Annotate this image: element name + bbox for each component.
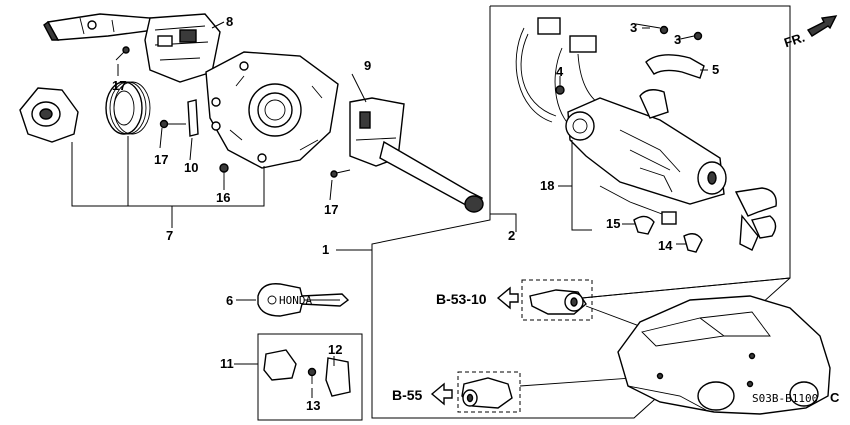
callout-5: 5 [712, 62, 719, 77]
cancel-sleeve [19, 87, 79, 143]
front-direction-arrow [806, 15, 838, 37]
ignition-keys [734, 187, 777, 251]
turn-signal-switch [144, 13, 221, 83]
callout-17-a: 17 [112, 78, 126, 93]
screw-17-upper [115, 46, 130, 61]
callout-2: 2 [508, 228, 515, 243]
wiper-switch [349, 97, 484, 213]
key-blank: HONDA [257, 283, 350, 317]
callout-18: 18 [540, 178, 554, 193]
callout-7: 7 [166, 228, 173, 243]
clamp-5 [639, 54, 705, 119]
bolt-3-pair [635, 23, 703, 41]
ignition-switch [565, 97, 727, 205]
column-switch-body [205, 51, 339, 169]
parts-box-11 [257, 333, 363, 421]
arrow-b55 [430, 382, 453, 406]
cable-reel-rings [105, 81, 151, 135]
arrow-b5310 [496, 286, 519, 310]
callout-17-c: 17 [324, 202, 338, 217]
cylinder-ref-b5310 [521, 279, 651, 331]
assembly-18-bracket [558, 140, 592, 231]
diagram-code: S03B-B1100 [752, 392, 818, 405]
clip-15 [633, 215, 655, 235]
screw-17-mid [159, 119, 186, 129]
fr-label: FR. [782, 30, 807, 51]
callout-1: 1 [322, 242, 329, 257]
light-switch-lever [43, 13, 155, 41]
callout-12: 12 [328, 342, 342, 357]
callout-15: 15 [606, 216, 620, 231]
callout-3-a: 3 [630, 20, 637, 35]
callout-14: 14 [658, 238, 673, 253]
callout-9: 9 [364, 58, 371, 73]
callout-17-b: 17 [154, 152, 168, 167]
callout-3-b: 3 [674, 32, 681, 47]
ignition-harness [515, 17, 611, 133]
callout-10: 10 [184, 160, 198, 175]
assembly-7-bracket [71, 136, 265, 228]
connector-cluster [599, 185, 677, 225]
revision-letter: C [830, 390, 840, 405]
clip-10 [187, 99, 199, 137]
callout-4: 4 [556, 64, 564, 79]
key-brand-text: HONDA [279, 294, 312, 307]
callout-13: 13 [306, 398, 320, 413]
callout-11: 11 [220, 356, 234, 371]
callout-16: 16 [216, 190, 230, 205]
callout-8: 8 [226, 14, 233, 29]
screw-17-lower [330, 169, 351, 178]
leader-lines [117, 21, 708, 398]
ref-label-b5310: B-53-10 [436, 291, 487, 307]
clip-14 [683, 233, 703, 253]
car-outline [617, 295, 831, 415]
ref-label-b55: B-55 [392, 387, 423, 403]
callout-6: 6 [226, 293, 233, 308]
bolt-16 [219, 163, 229, 180]
